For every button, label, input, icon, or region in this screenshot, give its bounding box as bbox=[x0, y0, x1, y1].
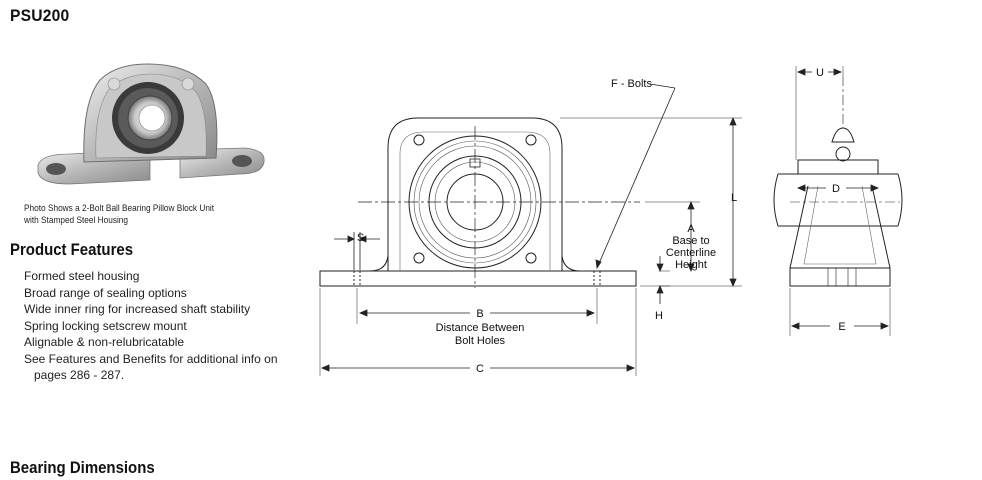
label-a-desc1: Base to bbox=[672, 235, 709, 247]
feature-item: Spring locking setscrew mount bbox=[24, 318, 187, 333]
label-c: C bbox=[476, 363, 484, 375]
label-a-desc2: Centerline bbox=[666, 247, 716, 259]
label-s: S bbox=[357, 232, 364, 244]
label-b-desc2: Bolt Holes bbox=[455, 335, 506, 347]
label-l: L bbox=[731, 192, 737, 204]
feature-item: Alignable & non-relubricatable bbox=[24, 335, 185, 349]
label-u: U bbox=[816, 67, 824, 79]
label-f-bolts: F - Bolts bbox=[611, 78, 652, 90]
feature-item: Wide inner ring for increased shaft stab… bbox=[24, 302, 251, 316]
photo-caption-line1: Photo Shows a 2-Bolt Ball Bearing Pillow… bbox=[24, 203, 215, 213]
front-dimensions bbox=[319, 83, 742, 376]
label-a-desc3: Height bbox=[675, 259, 707, 271]
label-a: A bbox=[687, 223, 695, 235]
label-e: E bbox=[838, 321, 845, 333]
housing-outline bbox=[387, 117, 563, 271]
feature-item: See Features and Benefits for additional… bbox=[24, 351, 284, 384]
feature-item: Formed steel housing bbox=[24, 269, 140, 283]
corner-hole bbox=[525, 252, 537, 264]
bearing-dimensions-heading: Bearing Dimensions bbox=[10, 458, 155, 477]
photo-caption-line2: with Stamped Steel Housing bbox=[24, 215, 129, 225]
feature-item-line2: pages 286 - 287. bbox=[34, 368, 125, 382]
corner-hole bbox=[413, 252, 425, 264]
corner-hole bbox=[525, 134, 537, 146]
feature-item-line1: See Features and Benefits for additional… bbox=[24, 351, 278, 366]
label-h: H bbox=[655, 310, 663, 322]
product-features-heading: Product Features bbox=[10, 240, 134, 259]
corner-hole bbox=[413, 134, 425, 146]
product-photo bbox=[37, 63, 265, 185]
label-b-desc1: Distance Between bbox=[436, 322, 525, 334]
feature-item: Broad range of sealing options bbox=[24, 285, 187, 300]
page-title: PSU200 bbox=[10, 6, 70, 25]
side-dimensions bbox=[789, 66, 891, 336]
technical-drawing: F - Bolts S A Base to Centerline Height … bbox=[319, 66, 903, 376]
front-view bbox=[319, 117, 640, 288]
base-flange bbox=[319, 270, 637, 287]
side-view bbox=[773, 76, 903, 287]
label-d: D bbox=[832, 183, 840, 195]
product-features-list: Formed steel housing Broad range of seal… bbox=[24, 268, 284, 384]
photo-caption: Photo Shows a 2-Bolt Ball Bearing Pillow… bbox=[24, 202, 236, 226]
label-b: B bbox=[476, 308, 483, 320]
